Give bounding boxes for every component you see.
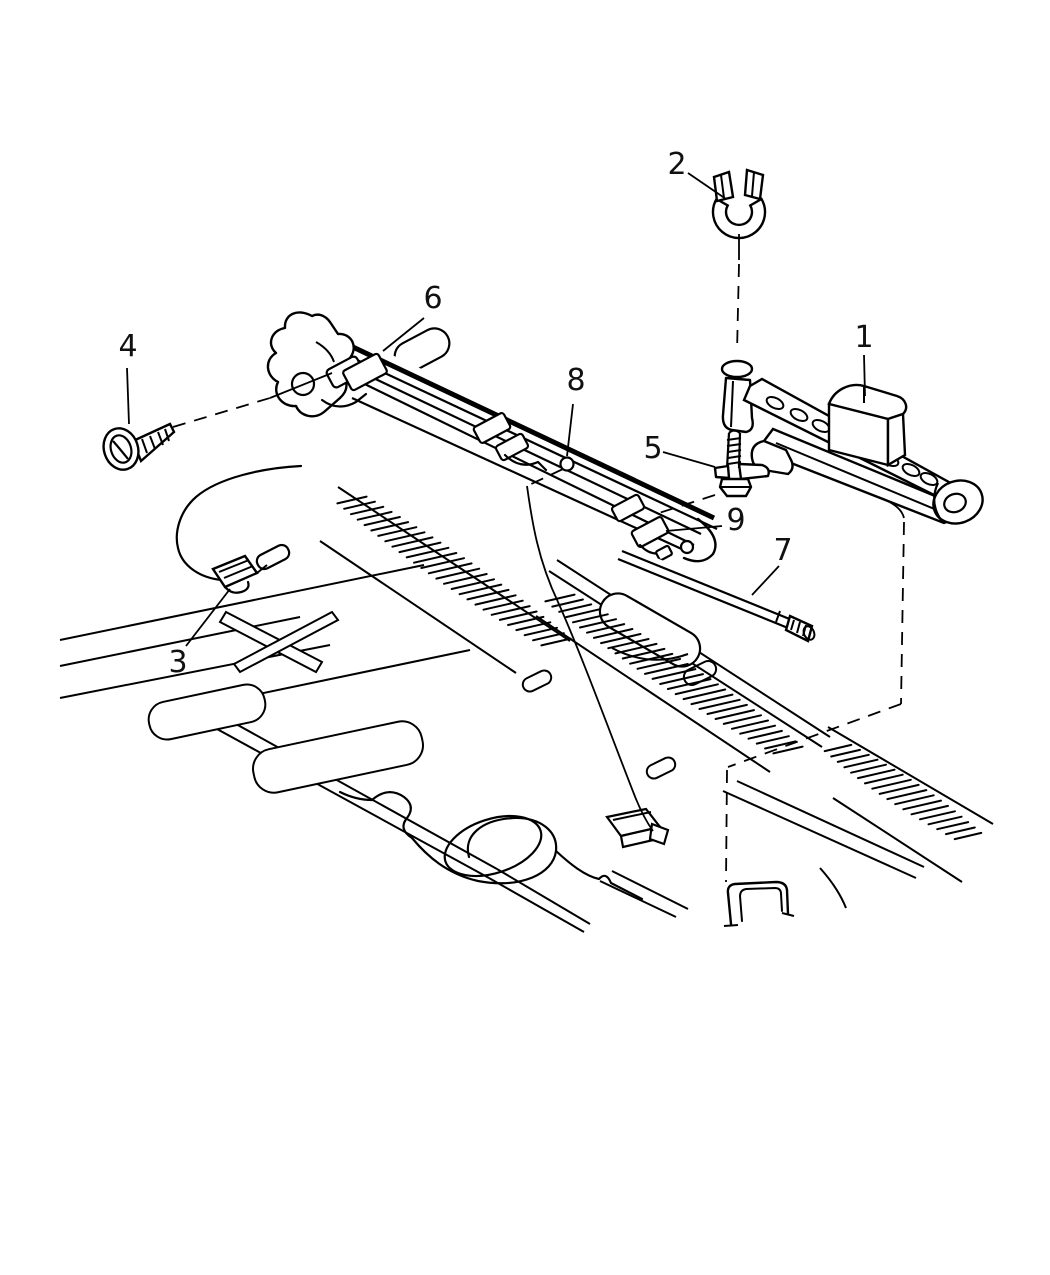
jack-mount-leader (877, 496, 905, 519)
corrugation-band-b (544, 593, 804, 755)
leader-4 (126, 367, 130, 425)
floor-corner-arc (819, 867, 847, 909)
floor-channel (147, 683, 267, 741)
callout-7: 7 (773, 533, 792, 568)
leader-lines (126, 172, 905, 883)
floor-loop-ellipse (443, 814, 543, 878)
floor-seam (827, 726, 994, 825)
clamp-alignment-dashed (736, 263, 740, 353)
callout-6: 6 (423, 281, 442, 316)
callout-4: 4 (118, 329, 137, 364)
floor-pad (598, 592, 702, 668)
floor-rib (232, 610, 340, 674)
corrugation-band-c (823, 743, 983, 841)
floor-seam (59, 564, 425, 641)
jack-mount-dashed (725, 769, 728, 883)
callout-3: 3 (168, 645, 187, 680)
callout-8: 8 (566, 363, 585, 398)
floor-loop-contour (338, 790, 558, 885)
truck-bed-floor-art (59, 327, 994, 933)
callout-9: 9 (726, 503, 745, 538)
floor-seam (229, 649, 471, 701)
floor-channel (252, 720, 424, 794)
jack-hold-down-clamp (711, 168, 767, 240)
jack-handle-extension-rod (609, 544, 816, 643)
floor-loop-exit (554, 849, 644, 901)
bar-retainer-clip (472, 412, 548, 472)
floor-slot (521, 669, 553, 693)
leader-7 (751, 565, 780, 596)
floor-front-edge (185, 711, 490, 879)
bar-mount-leader-curve (526, 485, 654, 832)
bar-socket-clip (342, 352, 388, 392)
bar-mount-dashed (526, 468, 564, 487)
floor-slot (645, 756, 677, 780)
floor-seam (319, 540, 517, 674)
floor-slot-left (255, 543, 291, 571)
jack-saddle (827, 383, 908, 468)
leader-8 (566, 403, 574, 457)
floor-front-edge-inner (496, 868, 591, 925)
bracket-tip-hole (679, 539, 695, 555)
floor-seam (337, 486, 571, 642)
callout-numbers: 1 2 3 4 5 6 7 8 9 (118, 147, 873, 680)
callout-5: 5 (643, 431, 662, 466)
floor-seam (832, 797, 963, 883)
leader-9 (665, 525, 723, 532)
wing-bolt (713, 429, 770, 498)
floor-seam (611, 870, 689, 910)
bar-end-clips-9 (610, 493, 673, 562)
retainer-clip-3 (211, 554, 268, 594)
floor-seam (722, 790, 917, 879)
wingbolt-alignment-dashed (658, 494, 716, 514)
floor-mount-clip (605, 807, 670, 849)
leader-6 (382, 317, 425, 352)
jack-handle-tube-8 (333, 368, 695, 546)
callout-1: 1 (854, 320, 873, 355)
scissor-jack (687, 338, 1005, 550)
leader-5 (662, 451, 716, 468)
leader-1 (863, 354, 866, 397)
screw-alignment-line (269, 372, 333, 399)
floor-strap-bracket (723, 880, 795, 927)
floor-front-edge (488, 877, 585, 933)
floor-front-edge-inner (199, 703, 498, 870)
corrugation-band-a (336, 495, 572, 647)
jack-mount-dashed (727, 703, 902, 768)
jack-pivot-bracket (721, 376, 754, 434)
leader-3 (185, 588, 231, 647)
mounting-screw (102, 422, 176, 471)
tool-bracket-assembly (266, 311, 735, 580)
wing-bolt-wing (737, 462, 770, 481)
bracket-bottom-edge (351, 396, 687, 553)
jack-screw-flange (720, 359, 754, 379)
floor-seam (59, 616, 301, 667)
bracket-tip (682, 517, 717, 563)
callout-2: 2 (667, 147, 686, 182)
bracket-rivet (559, 456, 575, 472)
floor-seam (736, 780, 925, 868)
jack-mount-dashed (900, 521, 905, 705)
floor-seam (599, 880, 677, 918)
screw-alignment-dashed (172, 397, 271, 428)
leader-2 (687, 172, 727, 200)
